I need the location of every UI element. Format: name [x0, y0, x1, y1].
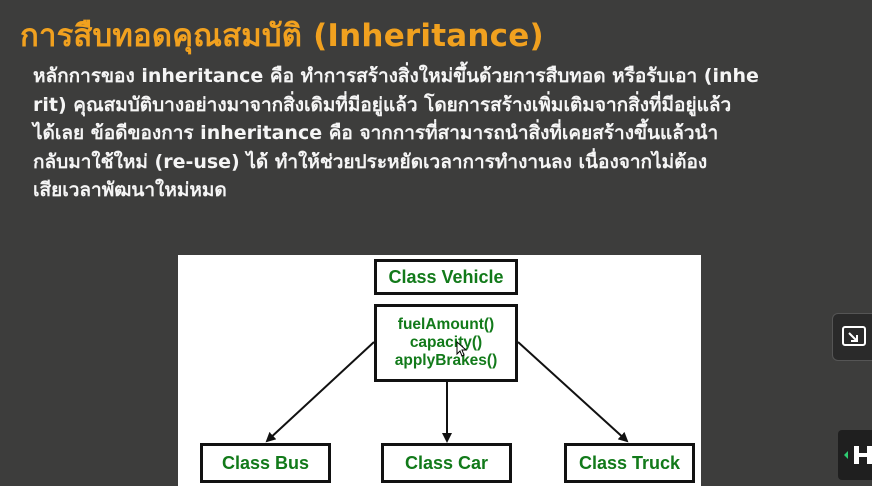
method-label: applyBrakes(): [394, 352, 498, 369]
arrow-to-bus: [265, 341, 375, 443]
mouse-cursor-icon: [456, 341, 468, 357]
class-car-box: Class Car: [381, 443, 512, 483]
vehicle-methods-box: fuelAmount() capacity() applyBrakes(): [374, 304, 518, 382]
side-logo-panel[interactable]: [838, 430, 872, 480]
paragraph-line: หลักการของ inheritance คือ ทำการสร้างสิ่…: [33, 65, 759, 87]
class-vehicle-box: Class Vehicle: [374, 259, 518, 295]
class-bus-box: Class Bus: [200, 443, 331, 483]
paragraph-line: rit) คุณสมบัติบางอย่างมาจากสิ่งเดิมที่มี…: [33, 93, 732, 116]
method-label: capacity(): [409, 334, 483, 351]
paragraph-line: กลับมาใช้ใหม่ (re-use) ได้ ทำให้ช่วยประห…: [33, 150, 708, 173]
arrow-to-truck: [517, 341, 629, 443]
brand-logo-icon: [844, 446, 872, 464]
side-overlay-button[interactable]: [832, 313, 872, 361]
inheritance-diagram: Class Vehicle fuelAmount() capacity() ap…: [178, 255, 701, 486]
method-label: fuelAmount(): [397, 316, 495, 333]
class-truck-box: Class Truck: [564, 443, 695, 483]
paragraph-line: ได้เลย ข้อดีของการ inheritance คือ จากกา…: [33, 122, 719, 144]
exit-picture-in-picture-icon: [842, 326, 866, 346]
inheritance-arrows: [265, 341, 629, 443]
slide-paragraph: หลักการของ inheritance คือ ทำการสร้างสิ่…: [33, 62, 872, 205]
paragraph-line: เสียเวลาพัฒนาใหม่หมด: [33, 179, 227, 201]
slide-title: การสืบทอดคุณสมบัติ (Inheritance): [20, 18, 544, 54]
